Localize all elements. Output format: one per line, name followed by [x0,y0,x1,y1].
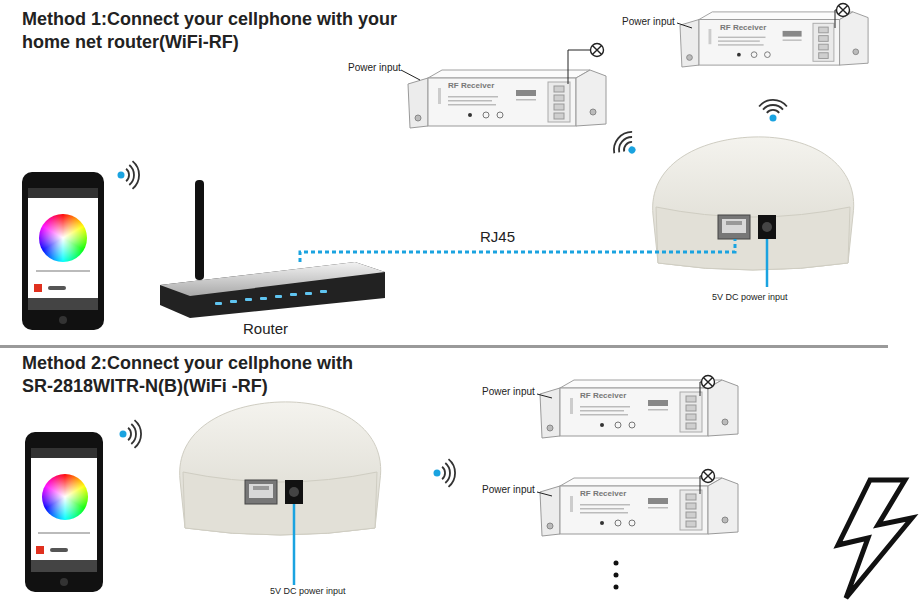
continuation-dots [614,561,619,590]
router [160,180,385,318]
wifi-signal [118,161,140,189]
rf-receiver: Power inputRF Receiver [408,68,608,130]
callout-text: Power input [348,62,401,73]
callout-text: Power input [622,16,675,27]
wifi-rf-hub: 5V DC power input [175,400,385,540]
wifi-signal [759,100,787,122]
callout-text: 5V DC power input [270,587,346,597]
leader-line [677,23,692,28]
lamp-symbol [591,44,604,57]
lamp-symbol [702,376,715,389]
network-cable [300,252,648,262]
device-caption: Router [243,321,288,338]
wifi-signal [120,420,142,448]
separator [0,345,888,348]
device-marking: RF Receiver [580,392,626,401]
rf-receiver: Power inputRF Receiver [680,10,870,70]
lamp-symbol [702,470,715,483]
wifi-signal [609,128,643,163]
device-marking: RF Receiver [580,490,626,499]
wifi-signal [434,459,456,487]
wifi-rf-hub [180,402,381,535]
rf-receiver: Power inputRF Receiver [540,476,740,538]
rf-receiver [540,478,738,536]
logo [838,480,912,598]
cable-continuation [648,239,735,252]
lamp-symbol [837,4,850,17]
rf-receiver [680,12,868,67]
wifi-rf-hub: 5V DC power input [648,135,858,275]
cable-label: RJ45 [480,228,515,247]
wifi-rf-hub [653,137,854,270]
leader-line [401,70,420,80]
callout-text: 5V DC power input [712,293,788,303]
leader-line [537,492,552,496]
device-marking: RF Receiver [448,82,494,91]
phone [25,432,103,592]
device-marking: RF Receiver [720,24,766,33]
rf-receiver: Power inputRF Receiver [540,378,740,440]
wire [568,50,591,84]
phone [22,172,104,330]
section-heading: Method 1:Connect your cellphone with you… [22,8,422,53]
color-wheel [42,474,88,520]
color-wheel [39,214,87,262]
callout-text: Power input [482,386,535,397]
rf-receiver [408,70,606,128]
leader-line [766,239,769,287]
router: Router [160,262,385,317]
section-heading: Method 2:Connect your cellphone with SR-… [22,352,367,397]
leader-line [293,504,296,585]
callout-text: Power input [482,484,535,495]
leader-line [537,394,552,398]
